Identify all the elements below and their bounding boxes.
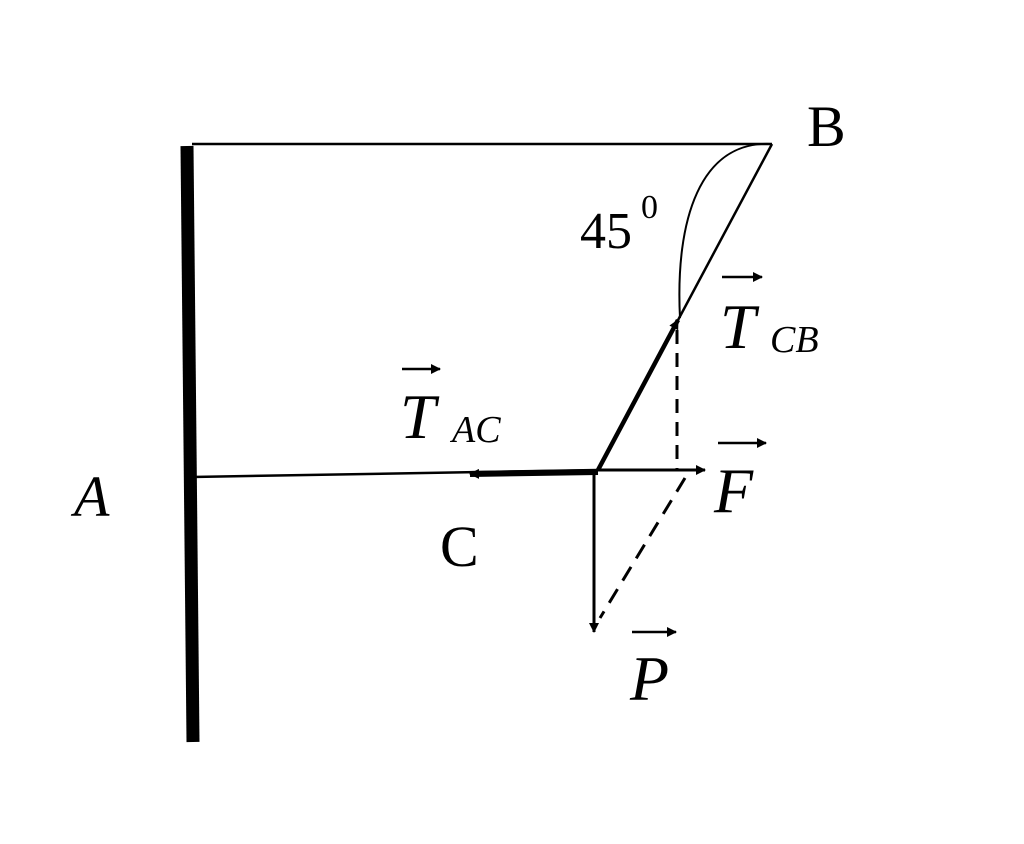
t-ac-subscript: AC [449,409,501,451]
dashed-diagonal [598,477,687,619]
label-c: C [440,514,479,579]
angle-arc [678,142,773,319]
t-ac-symbol: T [400,381,440,452]
angle-superscript: 0 [641,189,658,226]
label-b: B [807,94,846,159]
label-a: A [70,464,110,529]
f-symbol: F [713,455,754,526]
angle-value: 45 [580,203,632,260]
wall [180,145,200,743]
t-cb-subscript: CB [770,319,819,361]
force-t-cb [596,318,680,472]
t-cb-symbol: T [720,291,760,362]
force-t-ac [469,468,599,479]
p-symbol: P [629,643,669,714]
